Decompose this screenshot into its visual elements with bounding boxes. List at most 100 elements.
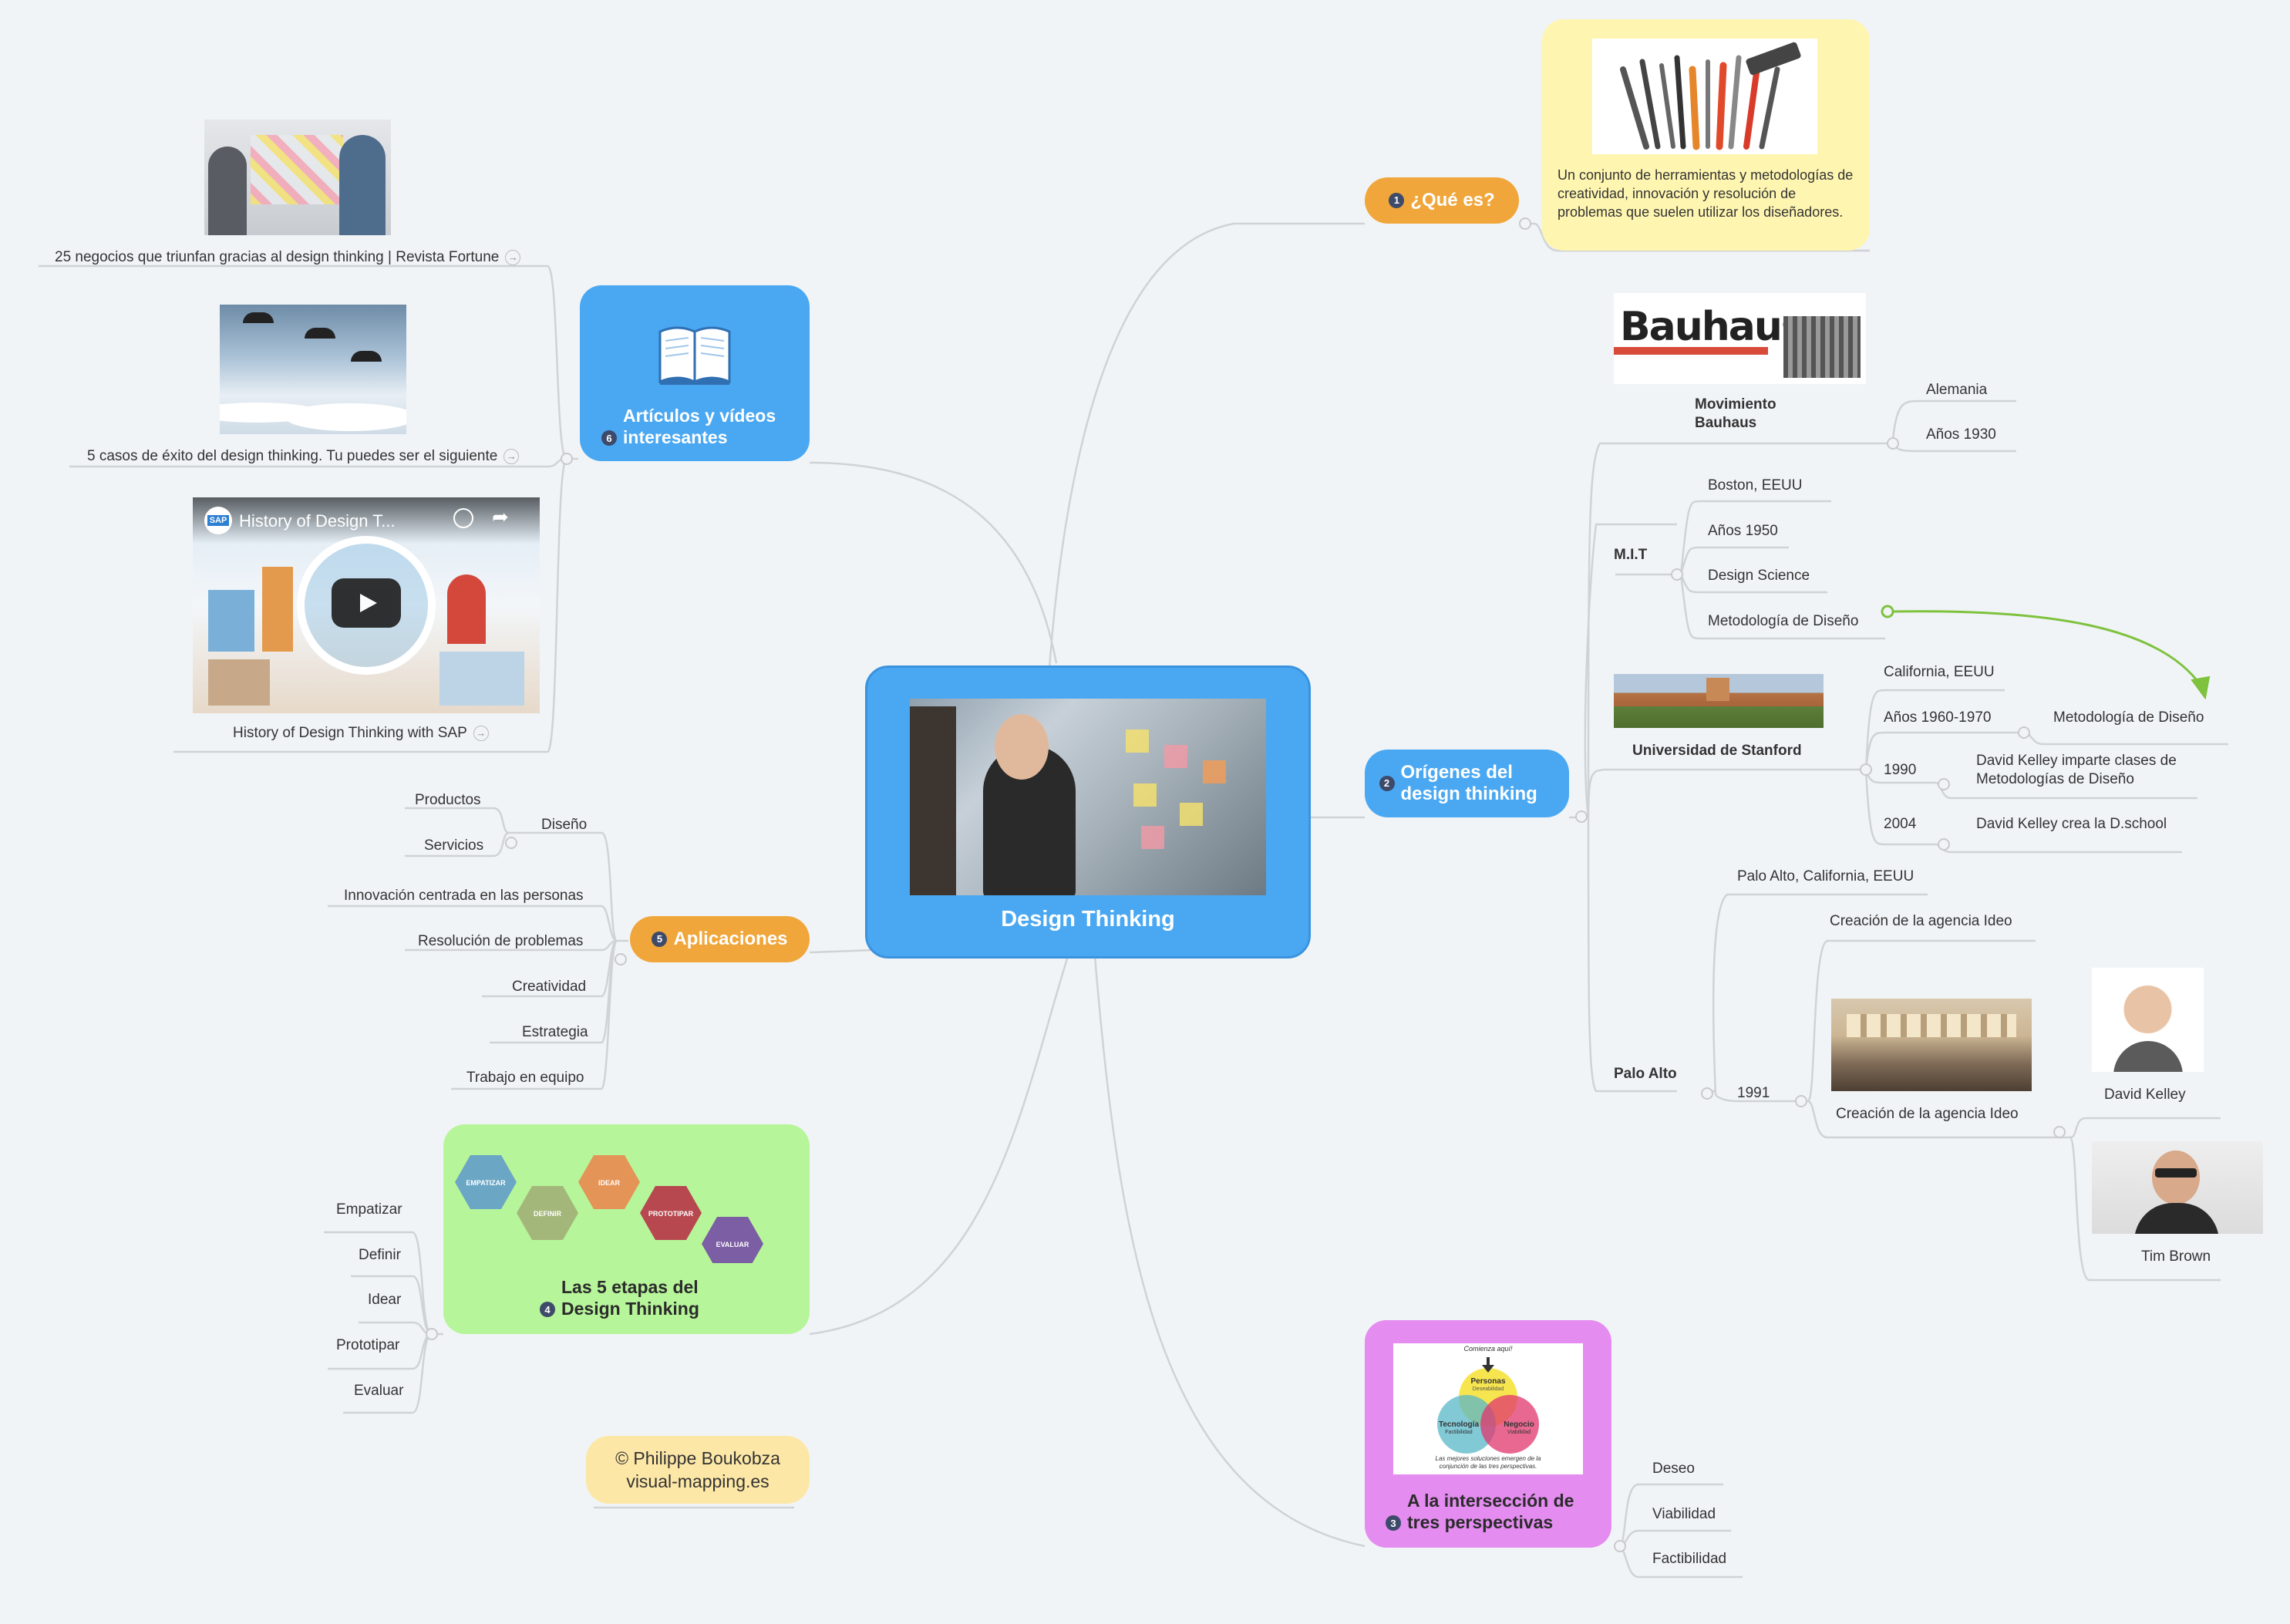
topic-number: 6 [601, 430, 617, 446]
venn-negocio: Negocio [1504, 1420, 1534, 1429]
collapse-dot[interactable] [505, 837, 517, 849]
collapse-dot[interactable] [2018, 726, 2030, 739]
link-arrow-icon[interactable]: → [503, 448, 520, 464]
venn-negocio-sub: Viabilidad [1507, 1430, 1531, 1435]
tools-icon [1620, 42, 1801, 150]
bauhaus-item-alemania: Alemania [1926, 382, 1988, 398]
aplicaciones-innovacion: Innovación centrada en las personas [344, 888, 584, 904]
link-arrow-icon[interactable]: → [505, 249, 521, 265]
collapse-dot[interactable] [1701, 1087, 1713, 1100]
bauhaus-logo: Bauhaus [1620, 304, 1805, 350]
topic-interseccion[interactable]: Comienza aquí! Personas Deseabilidad Tec… [1365, 1320, 1611, 1548]
share-icon[interactable]: ➦ [492, 505, 509, 528]
collapse-dot[interactable] [1938, 778, 1950, 790]
topic-origenes[interactable]: 2 Orígenes del design thinking [1365, 750, 1569, 817]
play-button[interactable] [332, 578, 401, 628]
stanford-item-2004: 2004 [1884, 816, 1917, 832]
interseccion-title-row: 3 A la intersección de tres perspectivas [1386, 1490, 1600, 1533]
bauhaus-label: Movimiento Bauhaus [1695, 396, 1776, 431]
topic-label: Orígenes del design thinking [1400, 762, 1537, 804]
hex-label-definir: DEFINIR [534, 1210, 561, 1218]
hexagon-stages [455, 1155, 763, 1263]
central-topic[interactable]: Design Thinking [865, 665, 1311, 959]
topic-articulos[interactable]: 6 Artículos y vídeos interesantes [580, 285, 810, 461]
collapse-dot[interactable] [1519, 217, 1531, 230]
topic-number: 1 [1389, 193, 1405, 208]
fortune-image [204, 120, 391, 235]
topic-number: 5 [652, 932, 668, 947]
palo-alto-place: Palo Alto, California, EEUU [1737, 868, 1915, 884]
que-es-description: Un conjunto de herramientas y metodologí… [1558, 167, 1854, 220]
stanford-item-1960: Años 1960-1970 [1884, 709, 1992, 726]
link-text[interactable]: 25 negocios que triunfan gracias al desi… [55, 249, 500, 265]
stanford-item-dschool: David Kelley crea la D.school [1976, 816, 2167, 832]
stanford-item-california: California, EEUU [1884, 664, 1995, 680]
collapse-dot[interactable] [561, 453, 573, 465]
articulos-title-row: 6 Artículos y vídeos interesantes [601, 405, 800, 448]
stanford-item-1990: 1990 [1884, 762, 1917, 778]
link-text[interactable]: 5 casos de éxito del design thinking. Tu… [87, 448, 498, 464]
stanford-image [1614, 674, 1824, 728]
aplicaciones-servicios: Servicios [424, 837, 484, 854]
topic-number: 3 [1386, 1515, 1401, 1531]
credit-line1: © Philippe Boukobza [615, 1448, 780, 1468]
collapse-dot[interactable] [1795, 1095, 1807, 1107]
aplicaciones-diseno: Diseño [541, 817, 588, 833]
clock-icon[interactable] [453, 508, 473, 528]
venn-tecnologia: Tecnología [1438, 1420, 1480, 1429]
venn-top: Comienza aquí! [1463, 1345, 1513, 1353]
etapa-item-evaluar: Evaluar [354, 1383, 404, 1399]
topic-label: ¿Qué es? [1410, 190, 1495, 211]
etapas-title-row: 4 Las 5 etapas del Design Thinking [540, 1276, 739, 1319]
interseccion-item-deseo: Deseo [1652, 1461, 1695, 1477]
article-link-history[interactable]: History of Design Thinking with SAP → [233, 724, 489, 743]
collapse-dot[interactable] [426, 1328, 438, 1340]
collapse-dot[interactable] [1575, 810, 1588, 823]
central-photo [910, 699, 1266, 895]
link-arrow-icon[interactable]: → [473, 725, 489, 741]
mit-item-metodologia: Metodología de Diseño [1708, 613, 1859, 629]
topic-label: Aplicaciones [673, 928, 788, 949]
etapa-item-idear: Idear [368, 1292, 402, 1308]
hex-label-idear: IDEAR [598, 1179, 620, 1187]
interseccion-item-factibilidad: Factibilidad [1652, 1551, 1727, 1567]
central-title: Design Thinking [1001, 907, 1175, 932]
collapse-dot[interactable] [615, 953, 627, 965]
aplicaciones-resolucion: Resolución de problemas [418, 933, 584, 949]
book-icon [656, 316, 733, 386]
stanford-item-kelley-clases: David Kelley imparte clases de Metodolog… [1976, 753, 2177, 787]
que-es-note[interactable]: Un conjunto de herramientas y metodologí… [1542, 19, 1870, 251]
bauhaus-image: Bauhaus [1614, 293, 1866, 384]
topic-number: 4 [540, 1302, 555, 1317]
hex-label-prototipar: PROTOTIPAR [648, 1210, 694, 1218]
article-link-casos[interactable]: 5 casos de éxito del design thinking. Tu… [87, 447, 520, 466]
collapse-dot[interactable] [1614, 1540, 1626, 1552]
topic-number: 2 [1379, 776, 1395, 791]
credit-note[interactable]: © Philippe Boukobza visual-mapping.es [586, 1436, 810, 1504]
collapse-dot[interactable] [1887, 437, 1899, 450]
venn-diagram: Comienza aquí! Personas Deseabilidad Tec… [1393, 1343, 1583, 1474]
topic-label: Artículos y vídeos interesantes [623, 406, 776, 447]
tim-brown-photo [2092, 1141, 2263, 1234]
topic-que-es[interactable]: 1 ¿Qué es? [1365, 177, 1519, 224]
hex-label-evaluar: EVALUAR [716, 1241, 749, 1248]
venn-personas-sub: Deseabilidad [1472, 1386, 1504, 1392]
venn-tecnologia-sub: Factibilidad [1445, 1430, 1473, 1435]
article-link-fortune[interactable]: 25 negocios que triunfan gracias al desi… [55, 248, 521, 267]
topic-aplicaciones[interactable]: 5 Aplicaciones [630, 916, 810, 962]
credit-line2: visual-mapping.es [626, 1471, 770, 1491]
mit-item-boston: Boston, EEUU [1708, 477, 1803, 494]
collapse-dot[interactable] [1671, 568, 1683, 581]
tim-brown-label: Tim Brown [2141, 1248, 2211, 1265]
etapa-item-prototipar: Prototipar [336, 1337, 400, 1353]
bauhaus-item-1930: Años 1930 [1926, 426, 1996, 443]
topic-label: Las 5 etapas del Design Thinking [561, 1277, 699, 1319]
collapse-dot[interactable] [1860, 763, 1872, 776]
topic-etapas[interactable]: EMPATIZAR DEFINIR IDEAR PROTOTIPAR EVALU… [443, 1124, 810, 1334]
collapse-dot[interactable] [2053, 1126, 2066, 1138]
collapse-dot[interactable] [1938, 838, 1950, 851]
video-thumbnail[interactable]: SAP History of Design T... ➦ [193, 497, 540, 713]
link-text[interactable]: History of Design Thinking with SAP [233, 725, 467, 741]
tools-image [1592, 39, 1817, 154]
palo-alto-label: Palo Alto [1614, 1066, 1677, 1082]
